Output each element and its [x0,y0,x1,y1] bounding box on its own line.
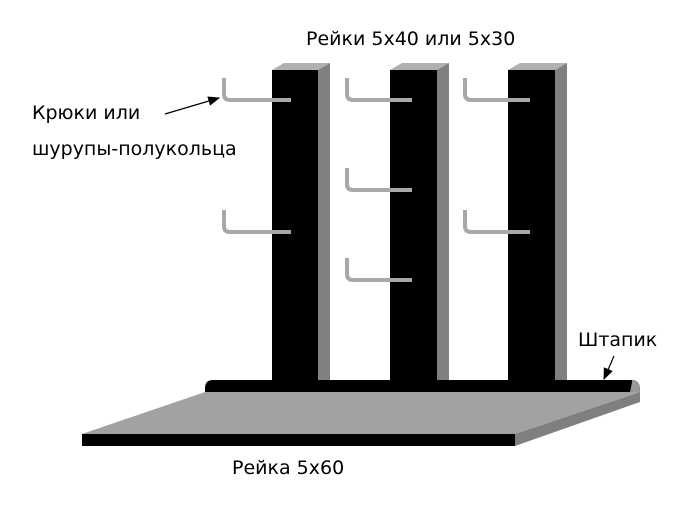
hooks-label-line1: Крюки или [32,102,141,124]
rail-2 [390,63,449,382]
rails-label: Рейки 5x40 или 5x30 [306,28,516,50]
hook [222,78,291,102]
rail-1 [272,63,330,382]
molding [205,380,640,392]
hook [463,78,530,102]
hook [345,78,412,102]
molding-arrow [603,355,615,381]
hook [222,210,291,234]
molding-label: Штапик [578,329,658,351]
rail-3 [508,63,567,382]
hook [345,168,412,192]
hooks-arrow [164,96,221,115]
hooks-label-line2: шурупы-полукольца [32,138,237,160]
hook [463,210,530,234]
base-plank [82,380,640,446]
hooks [222,78,530,282]
hook [345,258,412,282]
base-label: Рейка 5x60 [232,457,345,479]
